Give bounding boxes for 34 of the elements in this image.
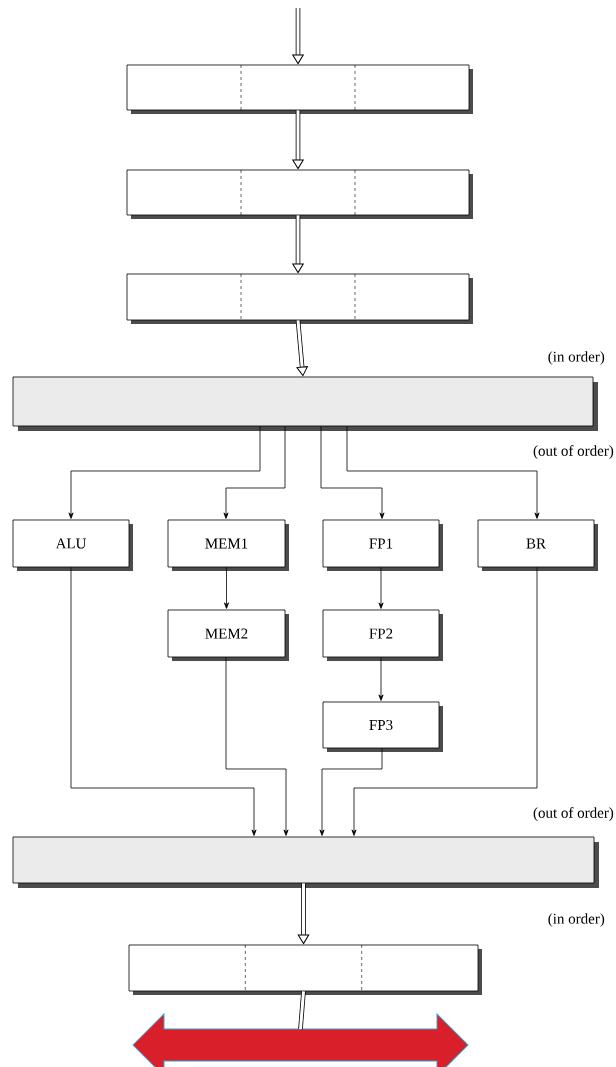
arrow bbox=[320, 426, 385, 519]
arrow bbox=[297, 883, 310, 945]
arrow bbox=[292, 215, 304, 274]
arrow bbox=[292, 110, 304, 170]
unit-box: ALU bbox=[12, 519, 133, 571]
arrow bbox=[319, 748, 383, 836]
unit-box: MEM2 bbox=[167, 609, 289, 661]
arrow bbox=[378, 567, 384, 609]
register-box bbox=[128, 944, 482, 995]
unit-box: FP2 bbox=[322, 609, 443, 661]
double-arrow bbox=[132, 1013, 469, 1067]
buffer-bar bbox=[12, 836, 599, 888]
buffer-bar bbox=[12, 376, 598, 431]
arrow bbox=[351, 567, 538, 836]
arrow bbox=[378, 657, 384, 701]
register-box bbox=[126, 64, 473, 114]
arrow bbox=[68, 426, 261, 519]
unit-box: MEM1 bbox=[167, 519, 289, 571]
order-note: (out of order) bbox=[533, 807, 614, 821]
arrow bbox=[346, 426, 540, 519]
unit-box: BR bbox=[477, 519, 598, 571]
order-note: (out of order) bbox=[533, 445, 614, 459]
register-box bbox=[126, 169, 473, 219]
register-box bbox=[126, 273, 473, 324]
order-note: (in order) bbox=[548, 913, 605, 927]
arrow bbox=[295, 320, 308, 377]
order-note: (in order) bbox=[548, 351, 605, 365]
arrow bbox=[223, 426, 286, 519]
unit-box: FP1 bbox=[322, 519, 443, 571]
unit-box: FP3 bbox=[322, 701, 443, 752]
arrow bbox=[225, 657, 289, 836]
arrow bbox=[224, 567, 229, 609]
arrow bbox=[292, 8, 304, 65]
arrow bbox=[70, 567, 257, 836]
